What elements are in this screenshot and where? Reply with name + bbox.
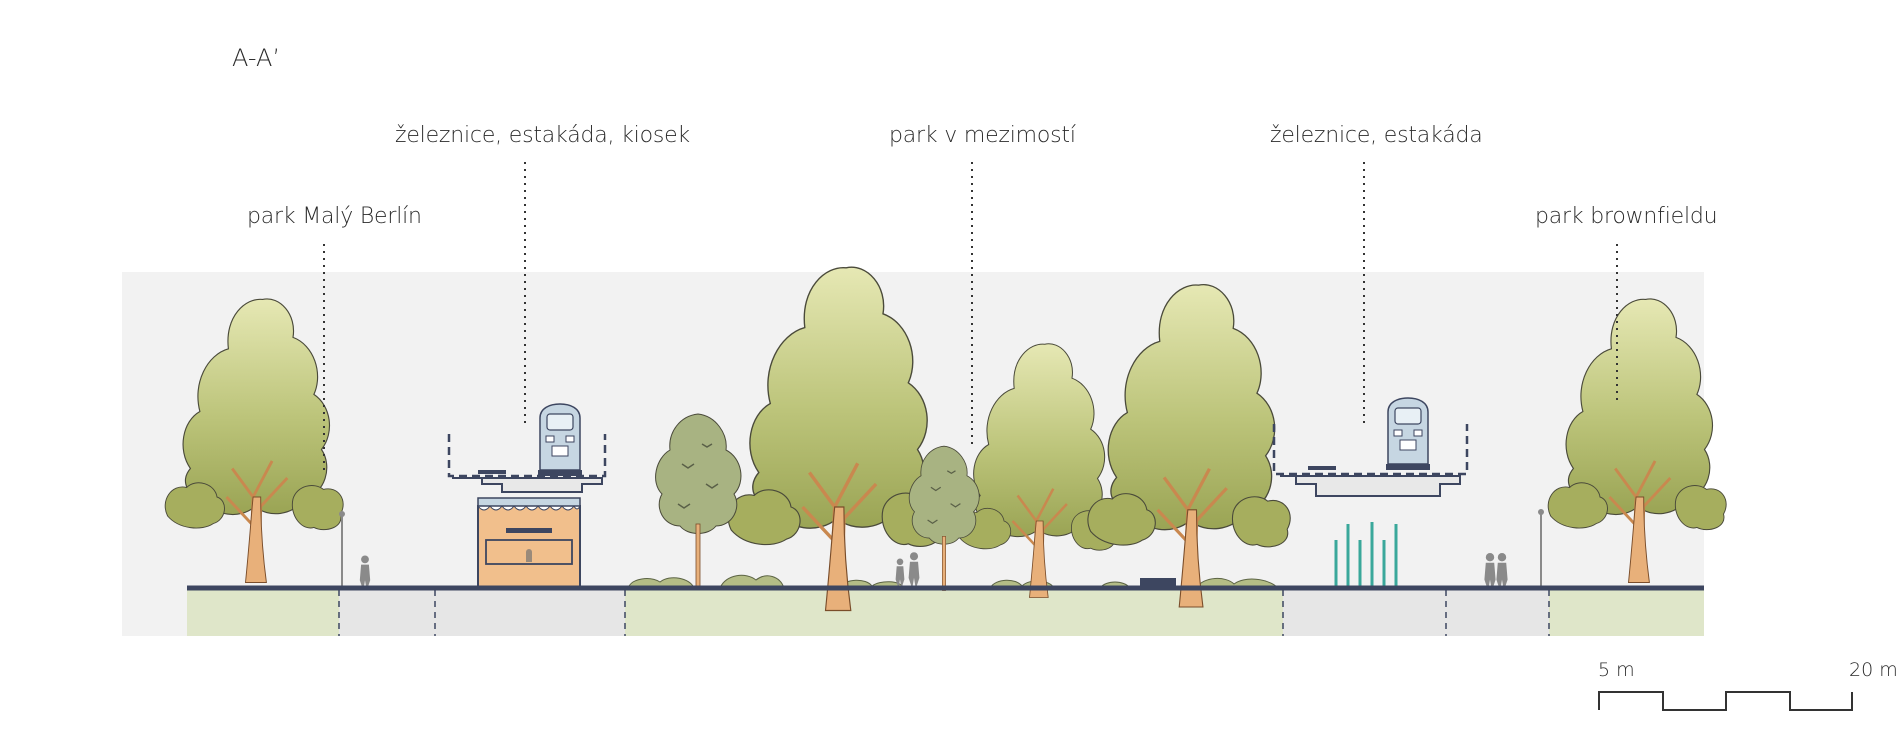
train-right <box>1385 397 1431 471</box>
scale-start-label: 5 m <box>1598 659 1635 681</box>
train-left <box>537 403 583 477</box>
label-park-brownfield: park brownfieldu <box>1535 204 1718 229</box>
label-park-maly-berlin: park Malý Berlín <box>247 204 422 229</box>
leader-lines <box>323 162 1618 470</box>
scale-end-label: 20 m <box>1849 659 1898 681</box>
scale-bar <box>1598 691 1853 711</box>
street-lamp-right <box>1538 509 1544 588</box>
label-rail-viaduct: železnice, estakáda <box>1270 123 1483 148</box>
ground-zones <box>187 589 1704 636</box>
section-title: A-A’ <box>232 44 281 72</box>
fountain-jets <box>1334 522 1398 586</box>
street-lamp-left <box>339 511 345 588</box>
label-park-interspace: park v mezimostí <box>889 123 1076 148</box>
label-rail-viaduct-kiosk: železnice, estakáda, kiosek <box>395 123 690 148</box>
kiosk <box>477 497 581 589</box>
bench <box>1140 578 1176 587</box>
